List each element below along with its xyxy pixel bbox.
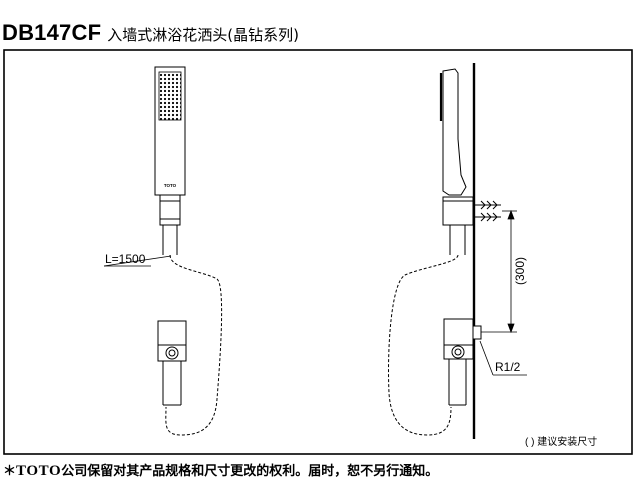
disclaimer: ＊TOTO公司保留对其产品规格和尺寸更改的权利。届时，恕不另行通知。 [3,460,438,482]
thread-label: R1/2 [495,360,521,374]
hose-side [388,254,459,436]
bullet: ＊ [3,464,17,479]
drawing-border [3,49,633,455]
spray-face [158,71,182,121]
handset-neck [159,194,181,226]
footer-brand: TOTO [16,463,62,479]
spacing-label: (300) [513,257,527,285]
hose-front [165,254,223,436]
wall-elbow-side [443,318,474,346]
handset-brand-mark: TOTO [164,183,177,188]
page-title: DB147CF 入墙式淋浴花洒头(晶钻系列) [2,20,299,46]
side-view [388,63,482,439]
holder-bracket-side [442,196,474,226]
technical-drawing: TOTO L=1500 [3,49,633,455]
dimension-note: ( ) 建议安装尺寸 [525,435,597,448]
hose-length-label: L=1500 [105,252,146,266]
disclaimer-text: 公司保留对其产品规格和尺寸更改的权利。届时，恕不另行通知。 [61,464,439,479]
thread-connector [472,325,482,340]
model-number: DB147CF [2,20,102,45]
product-name: 入墙式淋浴花洒头(晶钻系列) [107,26,299,44]
hose-length-leader [103,255,172,267]
anchor-screws [474,200,501,222]
wall-elbow-front [157,320,187,346]
handset-side [442,68,467,196]
front-view [154,66,223,436]
thread-leader [479,340,494,376]
spacing-dimension [481,209,517,334]
